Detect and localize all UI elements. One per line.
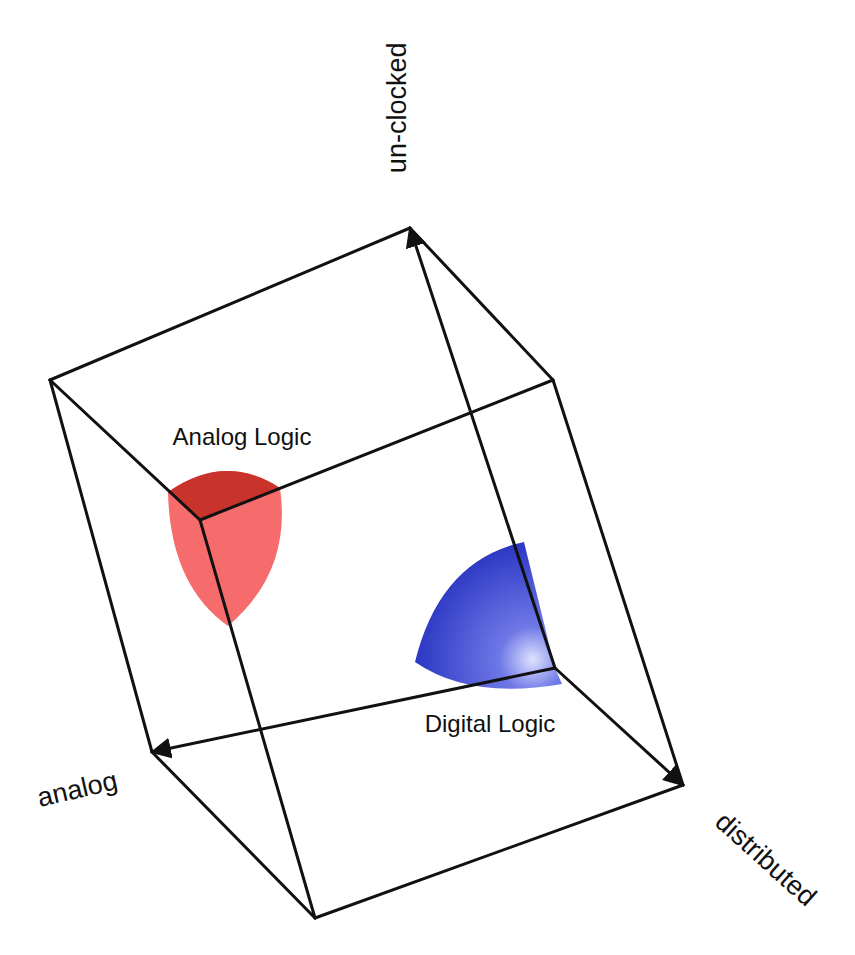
cube-edge	[553, 380, 683, 785]
cube-edge	[50, 228, 410, 380]
cube-edge	[50, 380, 200, 520]
axis-arrow	[410, 228, 555, 668]
axis-label: analog	[35, 766, 121, 813]
axis-label: un-clocked	[383, 43, 413, 174]
digital-region	[415, 542, 562, 689]
cube-edge	[315, 785, 683, 918]
axis-label: distributed	[709, 807, 821, 912]
region-label: Digital Logic	[425, 711, 556, 737]
cube-edge	[50, 380, 152, 752]
region-label: Analog Logic	[173, 424, 312, 450]
cube-edge	[410, 228, 553, 380]
axis-arrow	[152, 668, 555, 752]
cube-edge	[200, 520, 315, 918]
axis-arrow	[555, 668, 683, 785]
